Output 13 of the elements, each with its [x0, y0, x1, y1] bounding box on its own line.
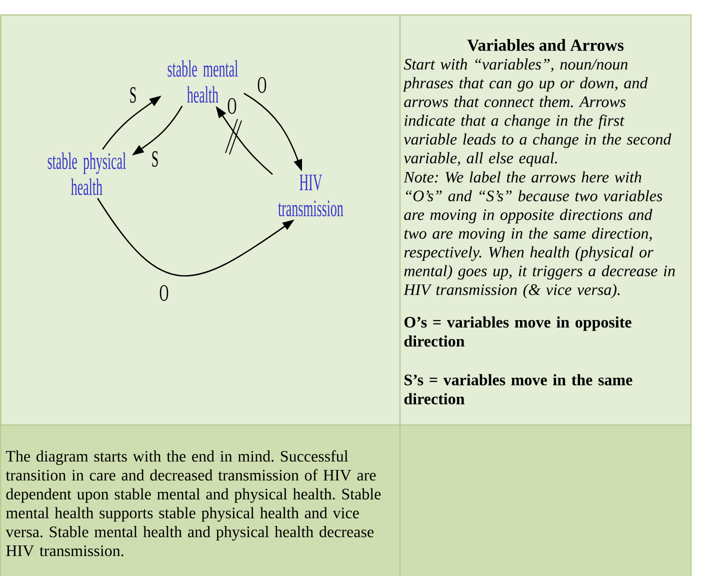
paragraph: Note: We label the arrows here with “O’s” and “S’s” because two variables are moving in opposite directions and two are moving in the same direction, respectively. When health (physical or mental) goes up, it triggers a decrease in HIV transmission (& vice versa). — [404, 171, 675, 298]
edge-label: O — [228, 98, 236, 114]
edge-label: O — [160, 285, 168, 301]
heading: Variables and Arrows — [467, 39, 624, 51]
variable-label: HIV transmission — [278, 174, 344, 216]
definition-text: O’s = variables move in opposite direction — [404, 316, 632, 347]
paragraph: Start with “variables”, noun/noun phrases that can go up or down, and arrows that connect them. Arrows indicate that a change in the first variable leads to a change in the second variable, all else equal. — [402, 58, 672, 167]
edge-label: S — [130, 87, 136, 103]
edge-label: S — [152, 151, 158, 167]
definition-text: S’s = variables move in the same direction — [404, 374, 632, 404]
variable-label: stable physical health — [48, 152, 126, 196]
table-cell: The diagram starts with the end in mind. Successful transition in care and decreased transmission of HIV are dependent upon stable mental and physical health. Stable mental health supports stable physical health and vice versa. Stable mental health and physical health decrease HIV transmission. — [0, 424, 401, 576]
edge-label: O — [258, 77, 266, 93]
